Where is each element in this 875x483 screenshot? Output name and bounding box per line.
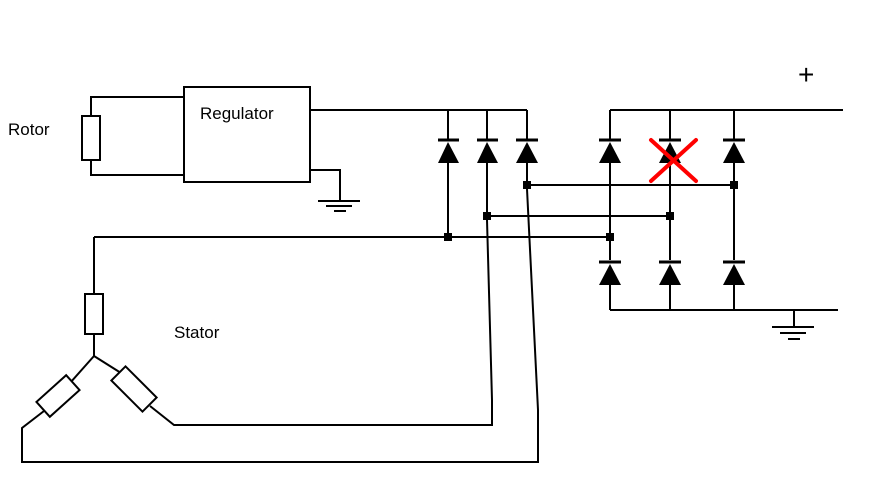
- main-diode-upper-1: [599, 138, 621, 260]
- ground-symbol-main: [772, 326, 814, 340]
- regulator-box: [183, 86, 311, 183]
- regulator-label: Regulator: [200, 104, 274, 123]
- excitation-diode-2: [477, 138, 498, 216]
- excitation-bus: [310, 109, 528, 140]
- main-diode-lower-1: [599, 260, 621, 310]
- main-diode-lower-2: [659, 260, 681, 310]
- rotor-winding: [81, 96, 184, 176]
- stator-winding-top: [84, 237, 104, 356]
- positive-terminal-label: +: [798, 59, 814, 90]
- junction-dots: [444, 181, 738, 241]
- negative-rail: [610, 309, 838, 327]
- stator-winding-left: [21, 188, 539, 463]
- main-diode-lower-3: [723, 260, 745, 310]
- regulator-ground-wire: [310, 169, 341, 201]
- excitation-diode-1: [438, 138, 459, 237]
- cross-mark-icon: [649, 138, 698, 183]
- ground-symbol: [318, 200, 360, 212]
- rotor-label: Rotor: [8, 120, 50, 139]
- positive-rail: [609, 109, 843, 140]
- stator-winding-right: [93, 219, 493, 426]
- main-diode-upper-3: [723, 138, 745, 260]
- stator-label: Stator: [174, 323, 220, 342]
- excitation-diode-3: [516, 138, 538, 185]
